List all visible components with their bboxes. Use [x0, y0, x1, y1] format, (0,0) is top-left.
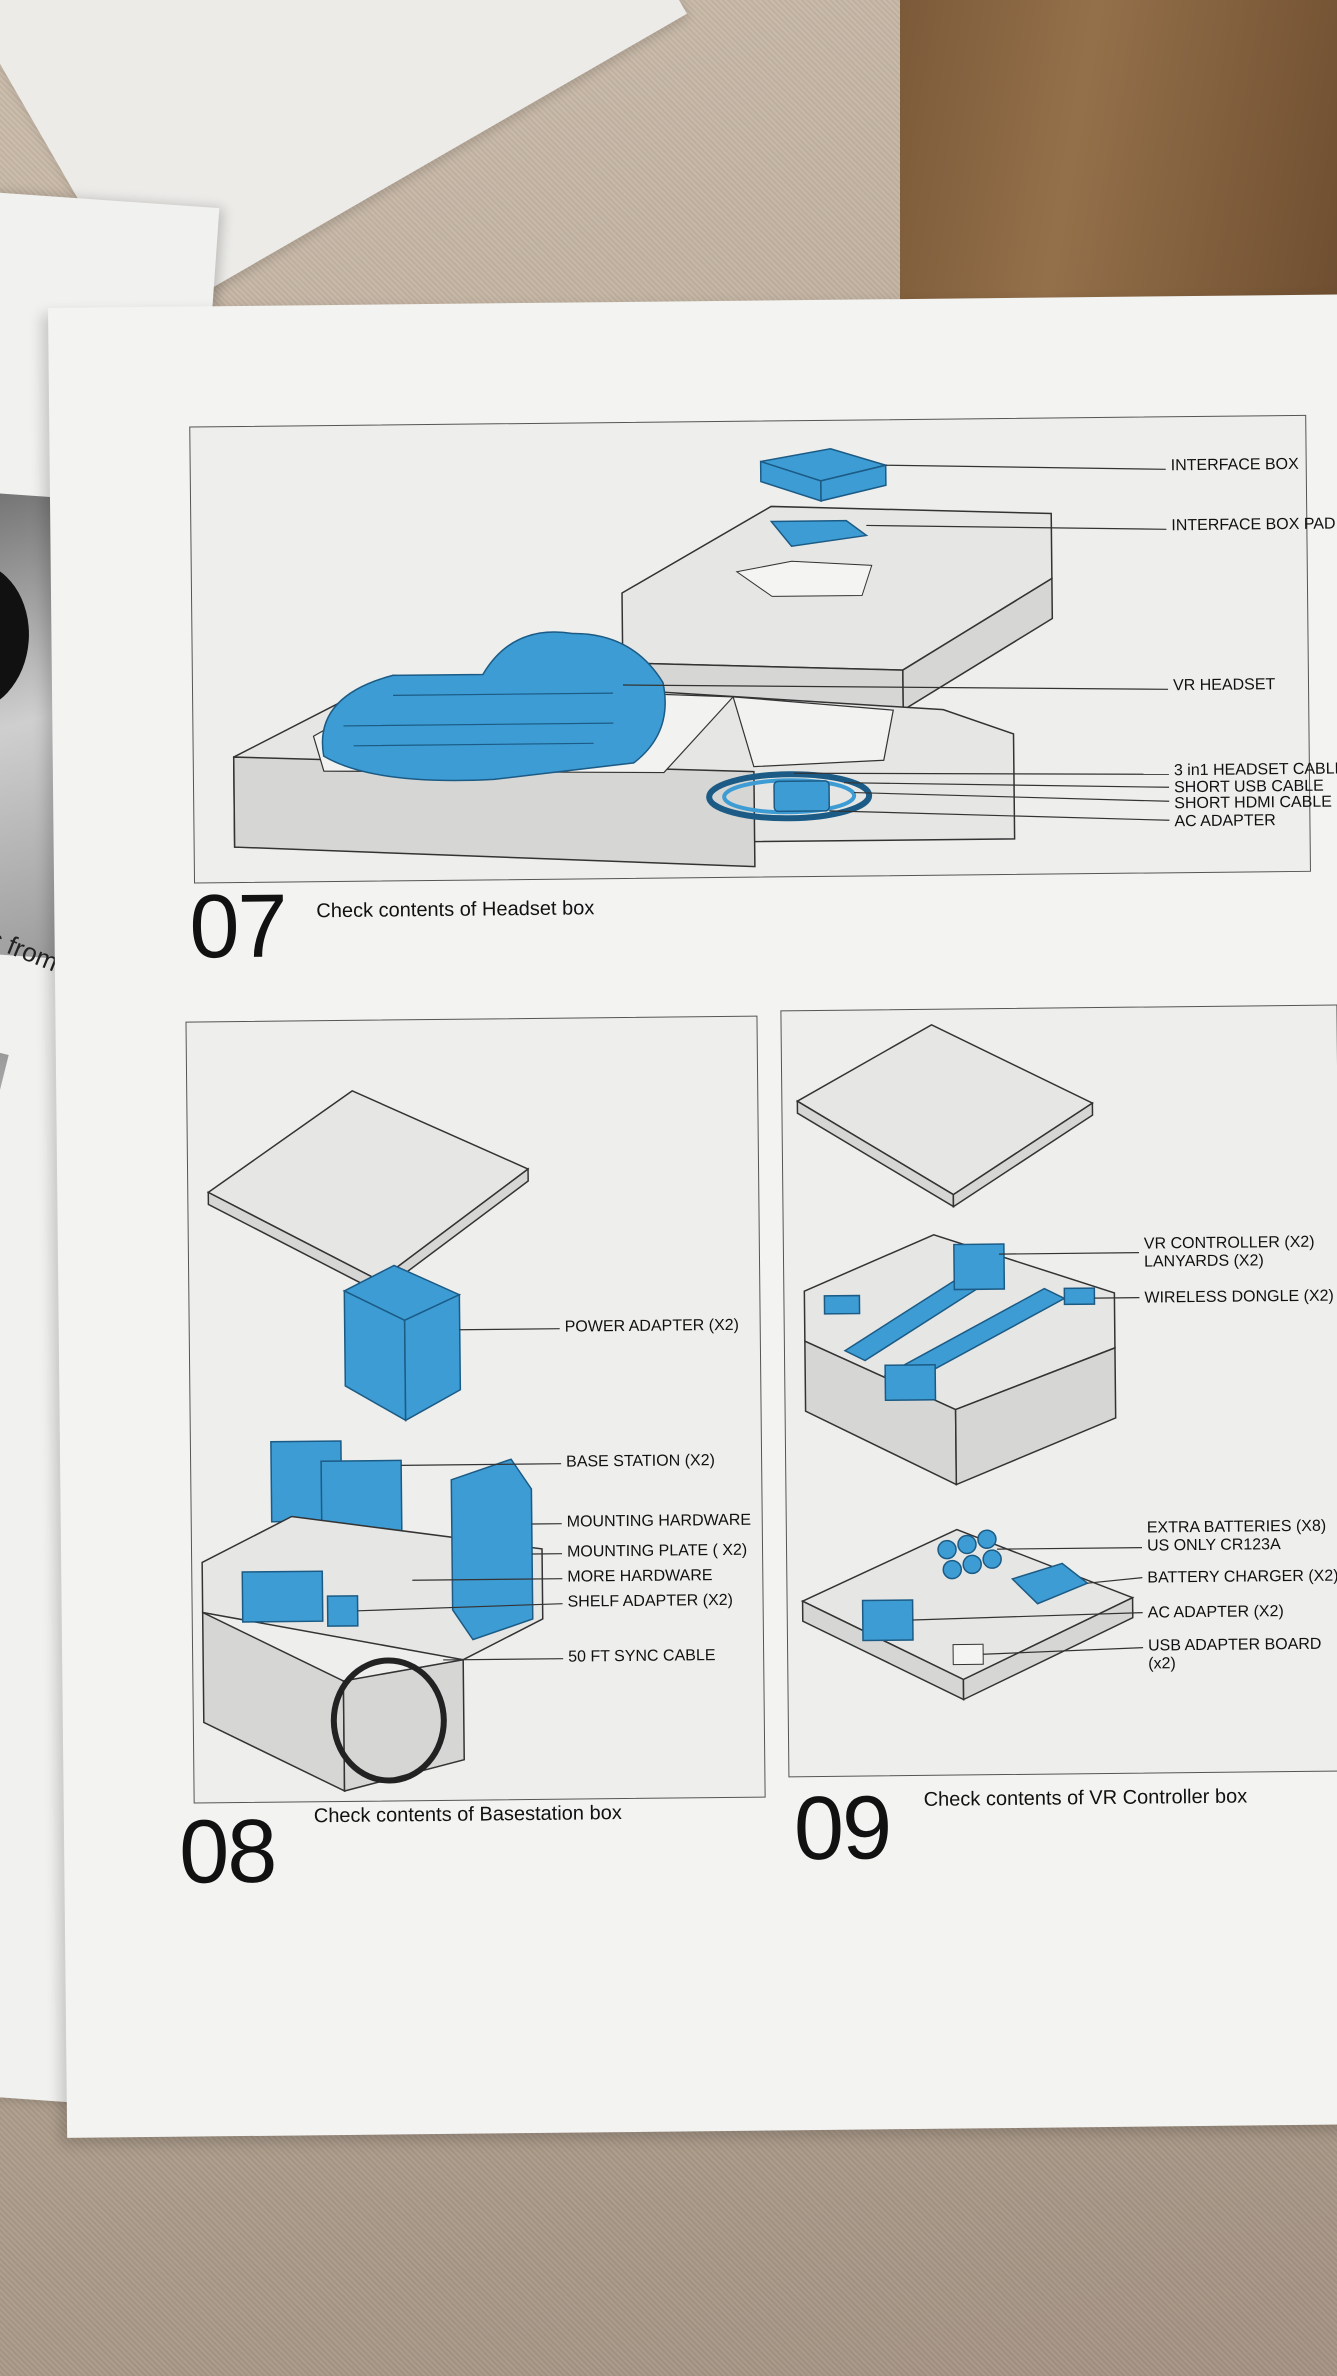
label-50ft-sync-cable: 50 FT SYNC CABLE	[568, 1647, 716, 1666]
label-more-hardware: MORE HARDWARE	[567, 1567, 713, 1586]
figure-09-vr-controller-box: VR CONTROLLER (X2) LANYARDS (X2) WIRELES…	[780, 1004, 1337, 1778]
label-ac-adapter-x2: AC ADAPTER (X2)	[1147, 1603, 1284, 1622]
label-shelf-adapter: SHELF ADAPTER (X2)	[567, 1591, 734, 1611]
label-mounting-plate: MOUNTING PLATE ( X2)	[566, 1541, 748, 1561]
label-base-station: BASE STATION (X2)	[566, 1452, 715, 1471]
label-us-only-cr123a: US ONLY CR123A	[1146, 1536, 1281, 1555]
step-number-09: 09	[793, 1778, 891, 1880]
label-vr-controller: VR CONTROLLER (X2)	[1143, 1233, 1315, 1253]
wood-surface	[900, 0, 1337, 330]
label-vr-headset: VR HEADSET	[1172, 676, 1276, 695]
label-usb-adapter-board: USB ADAPTER BOARD	[1147, 1635, 1322, 1655]
label-usb-adapter-board-qty: (x2)	[1148, 1655, 1176, 1673]
step-number-08: 08	[178, 1801, 276, 1903]
left-page-photo-2	[0, 1035, 9, 1385]
step-number-07: 07	[188, 876, 287, 978]
basestation-box-illustration	[201, 1089, 564, 1793]
label-battery-charger: BATTERY CHARGER (X2)	[1147, 1567, 1337, 1587]
label-lanyards: LANYARDS (X2)	[1143, 1252, 1264, 1271]
figure-08-basestation-box: POWER ADAPTER (X2) BASE STATION (X2) MOU…	[185, 1015, 766, 1804]
step-caption-07: Check contents of Headset box	[316, 897, 595, 923]
label-short-hdmi-cable: SHORT HDMI CABLE	[1174, 793, 1333, 813]
label-interface-box: INTERFACE BOX	[1170, 455, 1299, 475]
step-caption-08: Check contents of Basestation box	[313, 1802, 622, 1828]
headset-box-illustration	[232, 448, 1170, 868]
figure-07-headset-box: INTERFACE BOX INTERFACE BOX PAD VR HEADS…	[189, 414, 1337, 884]
vr-controller-box-illustration	[795, 1023, 1144, 1701]
label-interface-box-pad: INTERFACE BOX PAD	[1171, 515, 1336, 535]
step-caption-09: Check contents of VR Controller box	[923, 1785, 1248, 1811]
label-power-adapter: POWER ADAPTER (X2)	[564, 1316, 740, 1336]
label-mounting-hardware: MOUNTING HARDWARE	[566, 1511, 752, 1531]
label-wireless-dongle: WIRELESS DONGLE (X2)	[1144, 1287, 1334, 1307]
label-ac-adapter: AC ADAPTER	[1174, 812, 1276, 831]
label-extra-batteries: EXTRA BATTERIES (X8)	[1146, 1517, 1327, 1537]
manual-page: INTERFACE BOX INTERFACE BOX PAD VR HEADS…	[48, 294, 1337, 2138]
